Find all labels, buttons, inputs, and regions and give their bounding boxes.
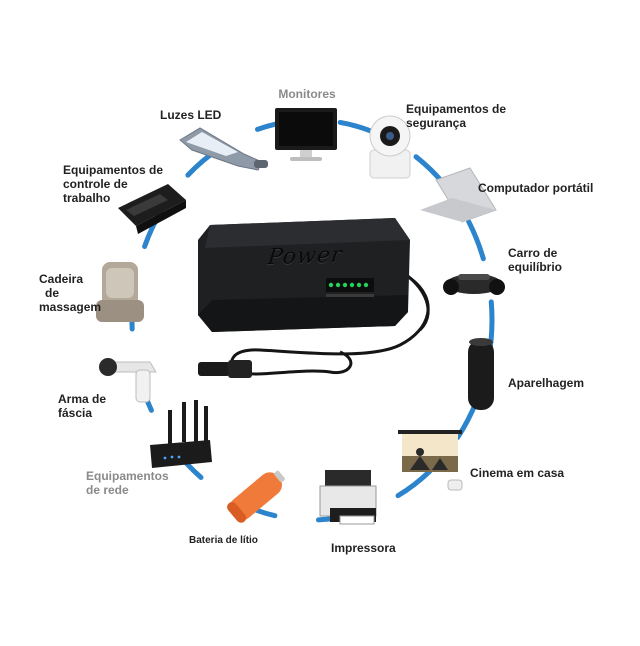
label-battery: Bateria de lítio	[189, 535, 258, 546]
led-light-icon	[179, 127, 268, 171]
hoverboard-icon	[443, 274, 505, 295]
printer-icon	[319, 470, 377, 525]
label-work-control: Equipamentos de controle de trabalho	[63, 163, 164, 205]
adapter-brand: Power	[266, 242, 345, 271]
security-camera-icon	[369, 115, 411, 179]
massage-chair-icon	[96, 262, 144, 322]
router-icon	[150, 400, 212, 468]
adapter-cable	[230, 276, 430, 376]
control-device-icon	[118, 184, 186, 234]
label-led: Luzes LED	[160, 108, 222, 122]
label-cinema: Cinema em casa	[470, 466, 565, 480]
label-network: Equipamentos de rede	[86, 469, 169, 497]
label-hoverboard: Carro de equilíbrio	[508, 246, 562, 274]
monitor-icon	[275, 108, 337, 161]
dc-plug	[198, 362, 230, 376]
label-laptop: Computador portátil	[478, 181, 594, 195]
label-security: Equipamentos de segurança	[406, 102, 507, 130]
label-speaker: Aparelhagem	[508, 376, 585, 390]
laptop-icon	[420, 167, 497, 223]
label-massage-chair: Cadeira de massagem	[39, 272, 102, 314]
massage-gun-icon	[99, 358, 157, 403]
power-adapter	[198, 218, 430, 378]
label-monitors: Monitores	[278, 87, 336, 101]
projector-screen-icon	[398, 430, 463, 491]
label-fascia: Arma de fáscia	[58, 392, 107, 420]
battery-icon	[227, 470, 285, 523]
speaker-icon	[468, 338, 494, 410]
label-printer: Impressora	[331, 541, 396, 555]
